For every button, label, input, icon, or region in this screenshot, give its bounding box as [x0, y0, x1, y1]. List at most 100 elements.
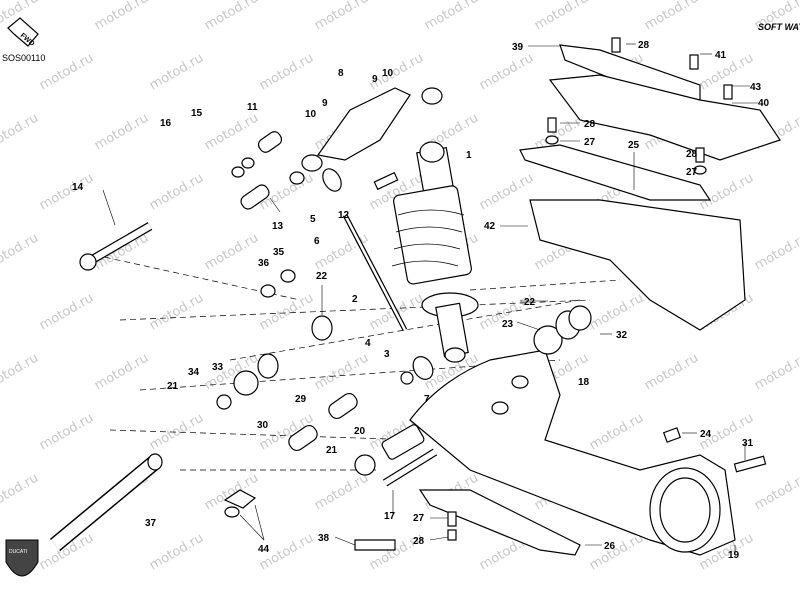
watermark-text: motod.ru — [37, 411, 96, 454]
watermark-text: motod.ru — [202, 231, 261, 274]
callout-3: 3 — [384, 349, 390, 360]
callout-28d: 28 — [413, 536, 425, 547]
callout-13: 13 — [272, 221, 284, 232]
callout-34: 34 — [188, 367, 200, 378]
callout-18: 18 — [578, 377, 590, 388]
callout-12: 12 — [338, 210, 350, 221]
callout-14: 14 — [72, 182, 84, 193]
svg-text:DUCATI: DUCATI — [9, 549, 27, 555]
callout-39: 39 — [512, 42, 524, 53]
chain-guard — [418, 489, 581, 556]
tie-rod — [322, 168, 434, 380]
watermark-text: motod.ru — [37, 291, 96, 334]
watermark-text: motod.ru — [477, 51, 536, 94]
callout-5: 5 — [310, 214, 316, 225]
callout-21a: 21 — [167, 381, 179, 392]
callout-29: 29 — [295, 394, 307, 405]
watermark-text: motod.ru — [477, 171, 536, 214]
watermark-text: motod.ru — [312, 0, 371, 33]
watermark-text: motod.ru — [0, 231, 41, 274]
watermark-text: motod.ru — [0, 111, 41, 154]
watermark-text: motod.ru — [202, 111, 261, 154]
shock-absorber — [391, 141, 479, 363]
callout-9a: 9 — [372, 74, 378, 85]
soft-way-logo: SOFT WAY — [758, 22, 800, 32]
watermark-text: motod.ru — [532, 0, 591, 33]
callout-7: 7 — [424, 394, 430, 405]
ducati-badge-icon: DUCATI — [5, 539, 39, 577]
watermark-text: motod.ru — [147, 411, 206, 454]
callout-9b: 9 — [322, 98, 328, 109]
callout-4: 4 — [365, 338, 371, 349]
callout-37: 37 — [145, 518, 157, 529]
watermark-text: motod.ru — [642, 351, 701, 394]
callout-22b: 22 — [524, 297, 536, 308]
swingarm-shaft-37 — [49, 453, 163, 552]
callout-10a: 10 — [382, 68, 394, 79]
watermark-text: motod.ru — [587, 531, 646, 574]
watermark-text: motod.ru — [367, 51, 426, 94]
callout-1: 1 — [466, 150, 472, 161]
watermark-text: motod.ru — [202, 0, 261, 33]
callout-31: 31 — [742, 438, 754, 449]
callout-25: 25 — [628, 140, 640, 151]
callout-41: 41 — [715, 50, 727, 61]
leader-lines — [102, 43, 758, 555]
callout-2: 2 — [352, 294, 358, 305]
fwd-arrow-icon: FWD — [7, 17, 39, 48]
callout-30: 30 — [257, 420, 269, 431]
callout-24: 24 — [700, 429, 712, 440]
callout-17: 17 — [384, 511, 396, 522]
callout-6: 6 — [314, 236, 320, 247]
callout-22a: 22 — [316, 271, 328, 282]
callout-27c: 27 — [413, 513, 425, 524]
watermark-text: motod.ru — [312, 351, 371, 394]
callout-38: 38 — [318, 533, 330, 544]
bushings-group — [216, 131, 592, 487]
callout-labels: 1 2 3 4 5 6 7 8 9 9 10 10 11 12 13 14 15… — [72, 40, 770, 561]
callout-32: 32 — [616, 330, 628, 341]
callout-28c: 28 — [686, 149, 698, 160]
callout-44: 44 — [258, 544, 270, 555]
watermark-text: motod.ru — [312, 471, 371, 514]
mudguard-bracket — [519, 144, 712, 201]
watermark-text: motod.ru — [92, 111, 151, 154]
callout-27b: 27 — [686, 167, 698, 178]
callout-15: 15 — [191, 108, 203, 119]
watermark-text: motod.ru — [752, 351, 800, 394]
watermark-text: motod.ru — [37, 171, 96, 214]
watermark-text: motod.ru — [642, 0, 701, 33]
watermark-text: motod.ru — [92, 0, 151, 33]
watermark-text: motod.ru — [257, 51, 316, 94]
callout-40: 40 — [758, 98, 770, 109]
callout-42: 42 — [484, 221, 496, 232]
callout-43: 43 — [750, 82, 762, 93]
watermark-text: motod.ru — [92, 351, 151, 394]
watermark-text: motod.ru — [147, 531, 206, 574]
watermark-text: motod.ru — [752, 471, 800, 514]
watermark-text: motod.ru — [422, 0, 481, 33]
fasteners-group — [223, 37, 767, 551]
callout-33: 33 — [212, 362, 224, 373]
callout-36: 36 — [258, 258, 270, 269]
callout-20: 20 — [354, 426, 366, 437]
rocker-link — [289, 87, 443, 185]
diagram-code: SOS00110 — [2, 53, 45, 63]
watermark-text: motod.ru — [587, 291, 646, 334]
watermark-text: motod.ru — [752, 231, 800, 274]
callout-27a: 27 — [584, 137, 596, 148]
callout-10b: 10 — [305, 109, 317, 120]
watermark-text: motod.ru — [37, 51, 96, 94]
svg-text:SOFT WAY: SOFT WAY — [758, 22, 800, 32]
watermark-text: motod.ru — [147, 291, 206, 334]
watermark-text: motod.ru — [147, 171, 206, 214]
swingarm — [409, 349, 736, 556]
watermark-text: motod.ru — [587, 411, 646, 454]
upper-bracket — [548, 44, 781, 161]
pivot-bolt-14 — [79, 222, 153, 271]
callout-26: 26 — [604, 541, 616, 552]
callout-16: 16 — [160, 118, 172, 129]
callout-23: 23 — [502, 319, 514, 330]
callout-21b: 21 — [326, 445, 338, 456]
